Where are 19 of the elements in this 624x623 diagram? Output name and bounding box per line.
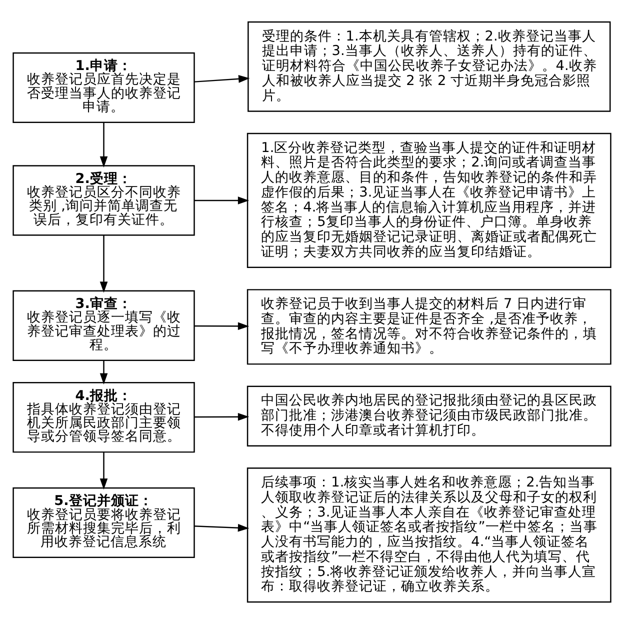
node-box: 2.受理： 收养登记员区分不同收养类别 ,询问并简单调查无误后，复印有关证件。 [12, 164, 195, 236]
arrow [100, 122, 108, 168]
arrow [100, 452, 108, 490]
node-box: 1.申请： 收养登记员应首先决定是否受理当事人的收养登记申请。 [12, 52, 195, 122]
node-box: 后续事项：1.核实当事人姓名和收养意愿；2.告知当事人领取收养登记证后的法律关系以及父母和子女的权利、义务；3.见证当事人本人亲自在《收养登记审查处理表》中“当事人领证签名或者按指纹”一栏中签名；当事人没有书写能力的，应当按指纹。4.“当事人领证签名或者按指纹”一栏不得空白，不得由他人代为填写、代按指纹；5.将收养登记证颁发给收养人，并向当事人宣布：取得收养登记证，确立收养关系。 [246, 467, 612, 602]
node-box: 中国公民收养内地居民的登记报批须由登记的县区民政部门批准；涉港澳台收养登记须由市级民政部门批准。不得使用个人印章或者计算机打印。 [246, 385, 612, 446]
node-box: 4.报批： 指具体收养登记须由登记机关所属民政部门主要领导或分管领导签名同意。 [12, 382, 195, 452]
node-box: 1.区分收养登记类型，查验当事人提交的证件和证明材料、照片是否符合此类型的要求；2.询问或者调查当事人的收养意愿、目的和条件，告知收养登记的条件和弄虚作假的后果；3.见证当事人在《收养登记申请书》上签名；4.将当事人的信息输入计算机应当用程序，并进行核查；5复印当事人的身份证件、户口簿。单身收养的应当复印无婚姻登记记录证明、离婚证或者配偶死亡证明；夫妻双方共同收养的应当复印结婚证。 [246, 132, 612, 268]
arrow [194, 196, 250, 204]
node-box: 3.审查： 收养登记员逐一填写《收养登记审查处理表》的过程。 [12, 290, 195, 360]
node-box: 5.登记并颁证： 收养登记员要将收养登记所需材料搜集完毕后，利用收养登记信息系统 [12, 486, 195, 558]
node-box: 受理的条件：1.本机关具有管辖权；2.收养登记当事人提出申请；3.当事人（收养人、送养人）持有的证件、证明材料符合《中国公民收养子女登记办法》。4.收养人和被收养人应当提交 2 张 2 寸近期半身免冠合影照片。 [248, 20, 611, 112]
arrow [100, 360, 108, 384]
node-box: 收养登记员于收到当事人提交的材料后 7 日内进行审查。审查的内容主要是证件是否齐全 ,是否准予收养，报批情况，签名情况等。对不符合收养登记条件的，填写《不予办理收养通知书》。 [246, 288, 612, 364]
arrow [194, 523, 250, 532]
arrow [194, 412, 250, 420]
arrow [194, 322, 250, 330]
arrow [194, 74, 250, 82]
arrow [100, 234, 108, 292]
